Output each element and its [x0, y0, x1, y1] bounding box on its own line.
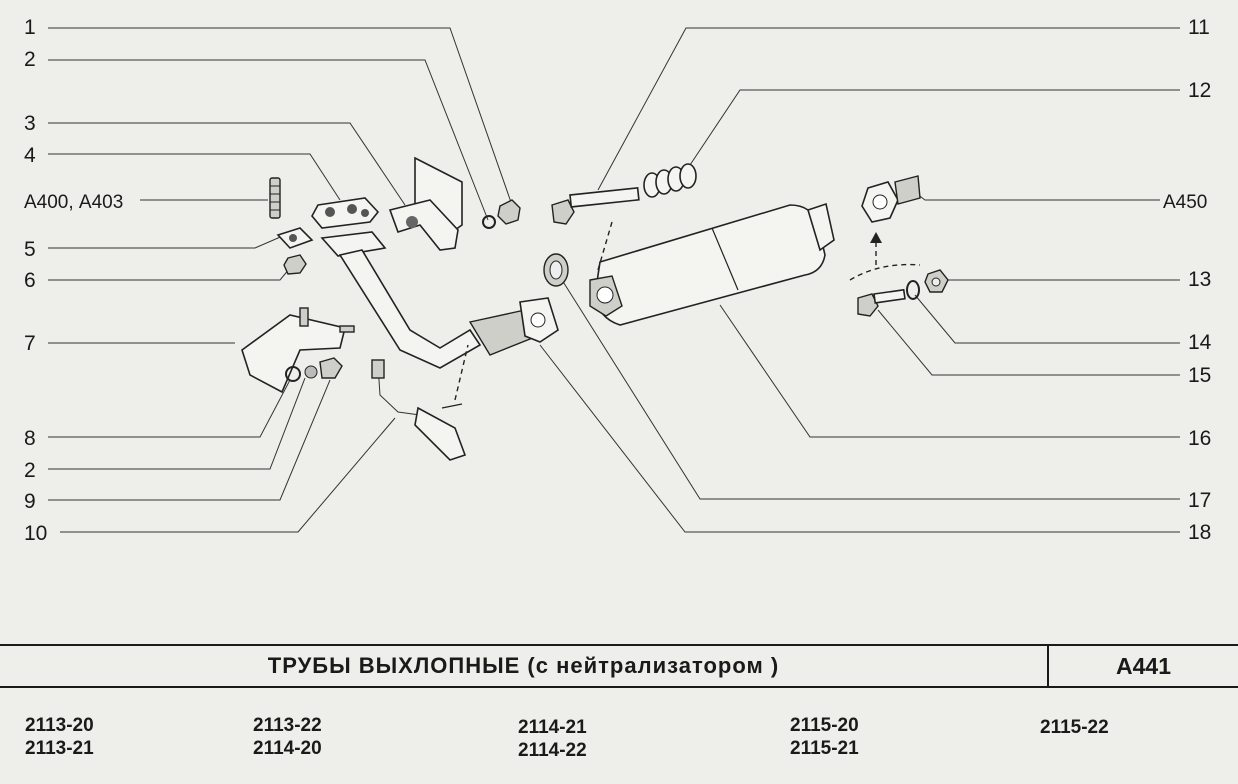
callout-4: 4 [24, 144, 36, 167]
callout-9: 9 [24, 490, 36, 513]
rear-arc-dashed [849, 263, 921, 281]
exhaust-diagram: 1 2 3 4 А400, А403 5 6 7 8 2 9 10 11 12 … [24, 16, 1212, 545]
bracket-part [388, 156, 463, 251]
leader-lines-left [48, 27, 513, 533]
callout-5: 5 [24, 238, 36, 261]
model-code: 2115-22 [1040, 717, 1109, 738]
callout-8: 8 [24, 427, 36, 450]
model-group-5: 2115-22 [1040, 716, 1109, 739]
rear-washer-part [906, 280, 920, 300]
catalog-code: А441 [1116, 652, 1171, 679]
callout-1: 1 [24, 16, 36, 39]
callout-3: 3 [24, 112, 36, 135]
callout-2-top: 2 [24, 48, 36, 71]
callout-15: 15 [1188, 364, 1211, 387]
page-title: ТРУБЫ ВЫХЛОПНЫЕ (с нейтрализатором ) [267, 653, 780, 678]
nut-washer-part [482, 199, 521, 229]
front-pipe-part [320, 231, 559, 369]
plate-part [276, 227, 314, 249]
title-block: ТРУБЫ ВЫХЛОПНЫЕ (с нейтрализатором ) А44… [0, 644, 1238, 688]
callout-2-bottom: 2 [24, 459, 36, 482]
stud-part [269, 177, 281, 219]
model-group-3: 2114-21 2114-22 [518, 716, 587, 762]
leader-lines-right [539, 27, 1180, 533]
callout-ref-a400: А400, А403 [24, 192, 123, 213]
rear-nut-part [924, 269, 949, 293]
callout-12: 12 [1188, 79, 1211, 102]
gasket-part [311, 197, 380, 229]
mount-bracket-part [241, 307, 355, 394]
model-code: 2113-22 [253, 715, 322, 736]
model-code: 2113-20 [25, 715, 94, 736]
model-code: 2113-21 [25, 738, 94, 759]
callout-ref-a450: А450 [1163, 192, 1207, 213]
rear-bolt-part [857, 288, 906, 317]
model-group-1: 2113-20 2113-21 [25, 714, 94, 760]
converter-part [589, 202, 835, 326]
model-group-2: 2113-22 2114-20 [253, 714, 322, 760]
sealing-ring-part [543, 253, 569, 287]
model-group-4: 2115-20 2115-21 [790, 714, 859, 760]
rear-gasket-part [861, 175, 921, 223]
model-code: 2114-22 [518, 740, 587, 761]
model-code: 2115-20 [790, 715, 859, 736]
nut-part [283, 254, 307, 275]
long-bolt-part [551, 187, 640, 225]
callout-13: 13 [1188, 268, 1211, 291]
callout-6: 6 [24, 269, 36, 292]
model-code: 2114-21 [518, 717, 587, 738]
bolt-set-part [285, 357, 343, 382]
oxygen-sensor-part [371, 359, 467, 461]
spring-part [643, 163, 697, 198]
model-code: 2114-20 [253, 738, 322, 759]
title-divider [1047, 646, 1049, 686]
callout-18: 18 [1188, 521, 1211, 544]
callout-7: 7 [24, 332, 36, 355]
callout-10: 10 [24, 522, 47, 545]
callout-11: 11 [1188, 16, 1210, 39]
callout-17: 17 [1188, 489, 1211, 512]
model-code: 2115-21 [790, 738, 859, 759]
callout-14: 14 [1188, 331, 1212, 354]
callout-16: 16 [1188, 427, 1211, 450]
assembly-arrow-front [454, 344, 469, 401]
